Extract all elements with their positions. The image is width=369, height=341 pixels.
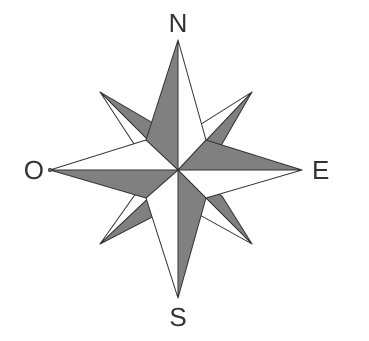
east-label: E (312, 155, 329, 185)
south-label: S (169, 302, 186, 332)
west-label: O (24, 155, 44, 185)
west-point-tip-dot (49, 169, 52, 172)
cardinal-points (50, 40, 302, 298)
north-label: N (169, 8, 188, 38)
